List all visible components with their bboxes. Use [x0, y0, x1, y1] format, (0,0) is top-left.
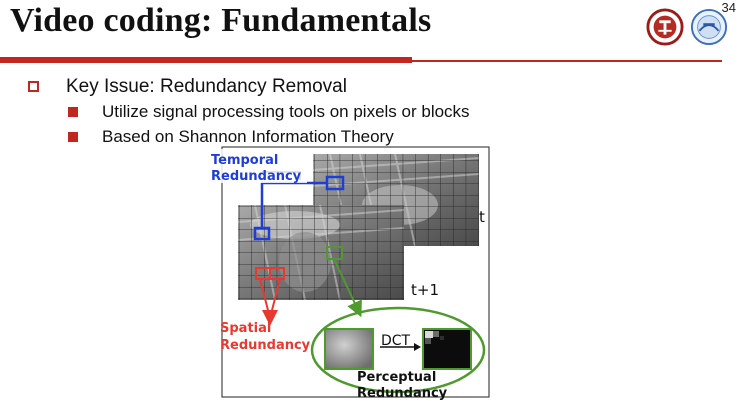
bullet-text: Key Issue: Redundancy Removal	[66, 76, 347, 97]
frame-t-label: t	[479, 208, 485, 226]
filled-square-bullet-icon	[68, 107, 78, 117]
hollow-square-bullet-icon	[28, 81, 39, 92]
perceptual-ellipse	[310, 306, 486, 394]
bullet-text: Based on Shannon Information Theory	[102, 127, 394, 146]
page-number: 34	[721, 0, 736, 15]
perceptual-label-line2: Redundancy	[357, 386, 448, 401]
perceptual-arrow	[333, 258, 362, 318]
frame-t1-label: t+1	[411, 281, 439, 299]
university-seal-icon	[646, 8, 684, 46]
filled-square-bullet-icon	[68, 132, 78, 142]
dct-label: DCT	[381, 333, 411, 349]
video-frame-t-plus-1	[237, 204, 405, 301]
figure-border	[221, 146, 490, 398]
temporal-label-line1: Temporal	[211, 153, 278, 168]
dct-arrow-head	[414, 343, 421, 351]
bullet-text: Utilize signal processing tools on pixel…	[102, 102, 470, 121]
spatial-label-line1: Spatial	[220, 321, 271, 336]
spatial-label-line2: Redundancy	[220, 338, 311, 353]
title-underline-thin	[412, 60, 722, 62]
perceptual-label-line1: Perceptual	[357, 370, 436, 385]
temporal-label-line2: Redundancy	[211, 169, 302, 184]
pixel-block-image	[324, 328, 374, 370]
spatial-block-b	[269, 267, 285, 280]
title-underline	[0, 57, 412, 63]
institute-emblem-icon	[690, 8, 728, 46]
slide-title: Video coding: Fundamentals	[10, 2, 432, 39]
